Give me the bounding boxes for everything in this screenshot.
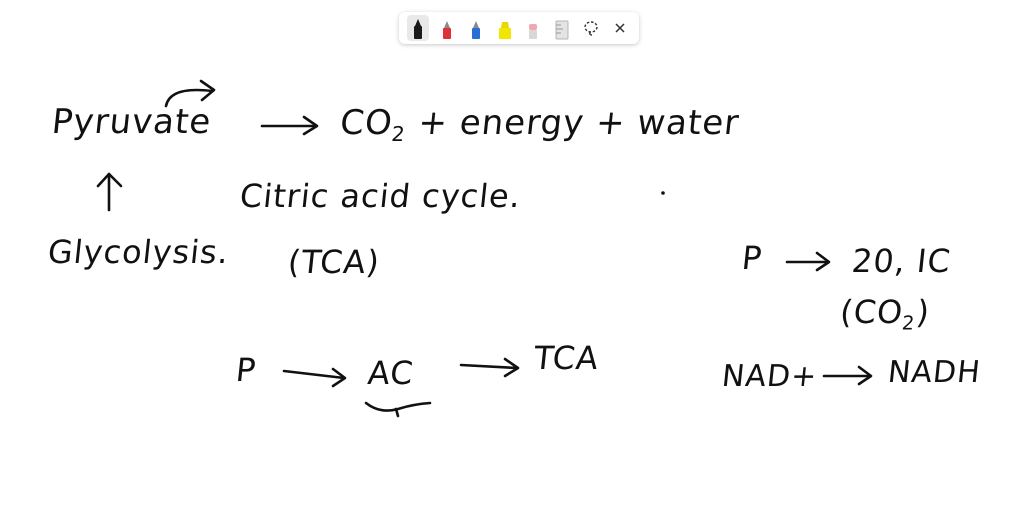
lasso-select-button[interactable] bbox=[580, 15, 602, 41]
close-icon bbox=[615, 23, 625, 33]
products-line: CO2 + energy + water bbox=[338, 103, 742, 147]
p-left-label: P bbox=[234, 351, 259, 389]
lasso-select-icon bbox=[584, 21, 598, 36]
close-button[interactable] bbox=[609, 15, 631, 41]
underbrace bbox=[364, 401, 432, 418]
blue-pen-tool[interactable] bbox=[465, 15, 487, 41]
arrow-icon bbox=[282, 369, 346, 380]
highlighter-icon bbox=[498, 22, 511, 39]
nadh-label: NADH bbox=[886, 355, 983, 390]
pyruvate-label: Pyruvate bbox=[49, 102, 214, 142]
twenty-ic-label: 20, IC bbox=[850, 242, 953, 280]
ac-label: AC bbox=[366, 354, 416, 392]
ruler-tool[interactable] bbox=[551, 15, 573, 41]
co2-subscript: 2 bbox=[390, 122, 407, 147]
ink-dot bbox=[661, 191, 665, 195]
energy-water-label: + energy + water bbox=[416, 103, 742, 143]
pen-icon bbox=[442, 21, 451, 39]
pen-toolbar bbox=[399, 12, 639, 44]
eraser-icon bbox=[529, 24, 538, 39]
eraser-tool[interactable] bbox=[522, 15, 544, 41]
black-pen-tool[interactable] bbox=[407, 15, 429, 41]
glycolysis-label: Glycolysis. bbox=[46, 233, 232, 271]
co2-paren-label: (CO2) bbox=[838, 293, 932, 335]
pen-icon bbox=[471, 21, 480, 39]
tca-label: TCA bbox=[532, 339, 601, 377]
ruler-icon bbox=[555, 20, 569, 40]
nad-label: NAD+ bbox=[720, 359, 820, 394]
highlighter-tool[interactable] bbox=[494, 15, 516, 41]
red-pen-tool[interactable] bbox=[436, 15, 458, 41]
co2-label: CO bbox=[338, 103, 395, 143]
p-right-label: P bbox=[740, 239, 765, 277]
tca-paren-label: (TCA) bbox=[286, 243, 382, 281]
citric-acid-cycle-label: Citric acid cycle. bbox=[238, 177, 524, 215]
arrow-icon bbox=[459, 363, 519, 370]
curved-arrow-icon bbox=[164, 88, 214, 108]
pen-icon bbox=[414, 19, 422, 39]
